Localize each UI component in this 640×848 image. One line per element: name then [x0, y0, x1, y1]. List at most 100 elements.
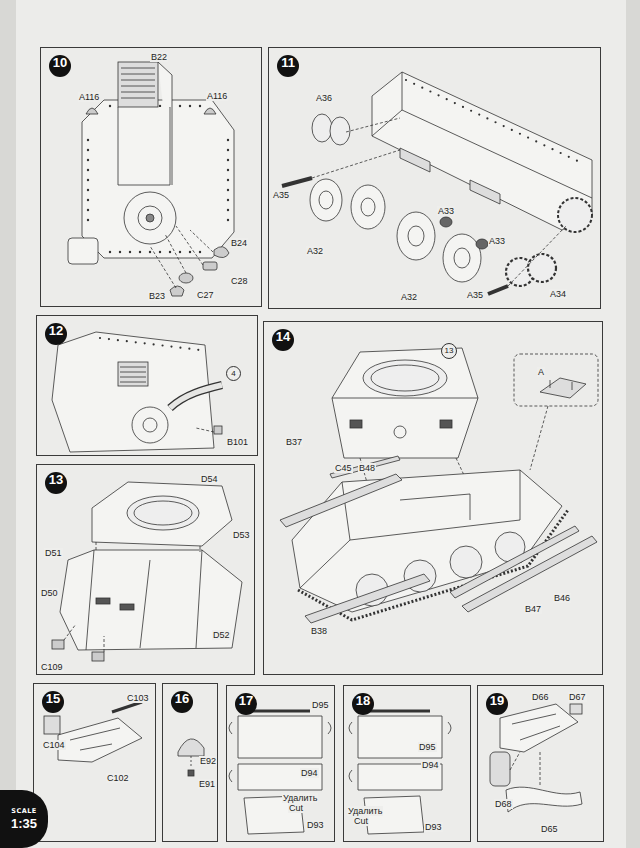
small-part	[170, 286, 184, 296]
small-part	[490, 752, 510, 786]
road-wheel	[450, 546, 482, 578]
small-part	[92, 652, 104, 661]
box-part	[238, 716, 322, 758]
bracket-detail	[70, 728, 120, 750]
rivet-row	[100, 338, 200, 350]
wheel-hub	[408, 226, 424, 246]
guide-line	[510, 752, 540, 786]
hub	[132, 407, 168, 443]
spacer	[476, 239, 488, 249]
step-number: 15	[42, 691, 64, 713]
box-part	[238, 764, 322, 790]
box-part	[358, 716, 442, 758]
guide-line	[150, 226, 213, 288]
part-label: D95	[418, 742, 437, 752]
strip-part	[330, 456, 400, 478]
part-label: D50	[40, 588, 59, 598]
exhaust-pipe-fill	[170, 385, 222, 408]
vision-slit	[96, 598, 110, 604]
step-number: 13	[45, 472, 67, 494]
wheel-hub	[454, 248, 470, 268]
small-part	[203, 262, 217, 270]
bogie-block	[400, 148, 500, 204]
chute	[118, 62, 172, 185]
part-label: Cut	[288, 803, 304, 813]
step-panel: 13	[36, 464, 255, 675]
step-panel: 1413	[263, 321, 603, 675]
part-label: Удалить	[282, 793, 318, 803]
vision-port	[440, 420, 452, 428]
turret	[332, 348, 478, 458]
part-label: A116	[206, 91, 228, 101]
small-part	[44, 716, 60, 734]
part-label: A116	[78, 92, 100, 102]
hub-disc	[312, 114, 332, 142]
guide-line	[191, 756, 192, 768]
reference-circle: 4	[226, 366, 241, 381]
guide-line	[312, 118, 566, 286]
turret-roof	[92, 482, 232, 546]
small-part	[188, 770, 194, 776]
bar-part	[368, 710, 430, 713]
vision-slit	[120, 604, 134, 610]
part-label: A33	[437, 206, 455, 216]
part-label: D68	[494, 799, 513, 809]
turret-body	[60, 550, 242, 650]
exhaust-pipe	[170, 385, 222, 408]
turret-edge	[332, 398, 478, 399]
road-wheel	[351, 185, 385, 229]
hatch-ring	[127, 496, 199, 530]
hub-ring	[143, 418, 157, 432]
small-part	[214, 426, 222, 434]
part-label: D93	[424, 822, 443, 832]
lug	[86, 108, 98, 114]
small-part	[214, 247, 229, 258]
inset-part	[540, 378, 586, 398]
part-label: D53	[232, 530, 251, 540]
step-panel: 10	[40, 47, 262, 307]
part-label: D66	[531, 692, 550, 702]
road-wheel	[397, 212, 435, 260]
part-label: A36	[315, 93, 333, 103]
part-label: B46	[553, 593, 571, 603]
part-label: B23	[148, 291, 166, 301]
part-label: C102	[106, 773, 130, 783]
turret-port	[394, 426, 406, 438]
rivet-row	[87, 140, 89, 228]
dome-part	[178, 739, 204, 756]
part-label: C28	[230, 276, 249, 286]
vent-grille	[118, 62, 158, 107]
step-panel: 11	[268, 47, 601, 309]
hull-edge	[372, 72, 592, 198]
panel-edge	[86, 550, 202, 650]
part-label: E92	[199, 756, 217, 766]
rod	[112, 702, 142, 712]
part-label: C109	[40, 662, 64, 672]
part-label: C27	[196, 290, 215, 300]
small-part	[570, 704, 582, 714]
step-number: 17	[235, 693, 257, 715]
hub-centre	[146, 214, 154, 222]
hatch-ring	[134, 501, 192, 525]
drum	[68, 238, 98, 264]
step-number: 12	[45, 323, 67, 345]
mudguard	[462, 536, 597, 612]
part-label: B101	[226, 437, 249, 447]
bar-part	[248, 710, 310, 713]
bracket	[58, 718, 142, 762]
spacer	[440, 217, 452, 227]
part-label: Удалить	[347, 806, 383, 816]
sprocket	[528, 254, 556, 282]
guide-line	[64, 542, 200, 652]
part-label: B38	[310, 626, 328, 636]
part-label: E91	[198, 779, 216, 789]
part-label: D94	[300, 768, 319, 778]
step-number: 11	[277, 55, 299, 77]
part-label: D95	[311, 700, 330, 710]
part-label: B48	[358, 463, 376, 473]
track	[298, 510, 568, 620]
fold-arrow	[349, 722, 451, 782]
mudguard	[305, 574, 430, 623]
